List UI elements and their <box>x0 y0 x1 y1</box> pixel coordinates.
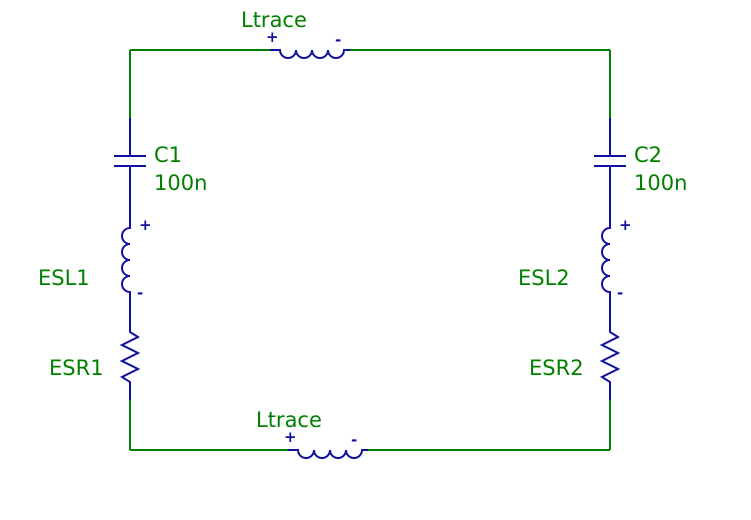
esl1-plus: + <box>139 216 152 234</box>
inductor-esl2[interactable]: ESL2 + - <box>518 216 632 302</box>
capacitor-c1[interactable]: C1 100n <box>114 118 207 222</box>
inductor-coil-symbol <box>601 222 611 298</box>
c1-label: C1 <box>154 143 182 167</box>
esr1-label: ESR1 <box>49 356 104 380</box>
resistor-esr2[interactable]: ESR2 <box>529 298 621 400</box>
ltrace-bottom-plus: + <box>284 428 297 446</box>
esl1-minus: - <box>137 284 143 302</box>
ltrace-bottom-minus: - <box>351 431 357 449</box>
esl2-label: ESL2 <box>518 266 570 290</box>
esl1-label: ESL1 <box>38 266 90 290</box>
inductor-ltrace-bottom[interactable]: Ltrace + - <box>256 408 368 459</box>
c2-label: C2 <box>634 143 662 167</box>
ltrace-top-plus: + <box>266 28 279 46</box>
inductor-ltrace-top[interactable]: Ltrace + - <box>241 8 350 59</box>
c2-value: 100n <box>634 171 687 195</box>
inductor-coil-symbol <box>121 222 131 298</box>
esr2-label: ESR2 <box>529 356 584 380</box>
esl2-plus: + <box>619 216 632 234</box>
ltrace-bottom-label: Ltrace <box>256 408 322 432</box>
ltrace-top-label: Ltrace <box>241 8 307 32</box>
resistor-zigzag-symbol <box>119 298 141 400</box>
esl2-minus: - <box>617 284 623 302</box>
resistor-zigzag-symbol <box>599 298 621 400</box>
ltrace-top-minus: - <box>335 31 341 49</box>
wires <box>129 49 611 451</box>
inductor-esl1[interactable]: ESL1 + - <box>38 216 152 302</box>
inductor-coil-symbol <box>288 449 368 459</box>
capacitor-c2[interactable]: C2 100n <box>594 118 687 222</box>
c1-value: 100n <box>154 171 207 195</box>
inductor-coil-symbol <box>270 49 350 59</box>
resistor-esr1[interactable]: ESR1 <box>49 298 141 400</box>
